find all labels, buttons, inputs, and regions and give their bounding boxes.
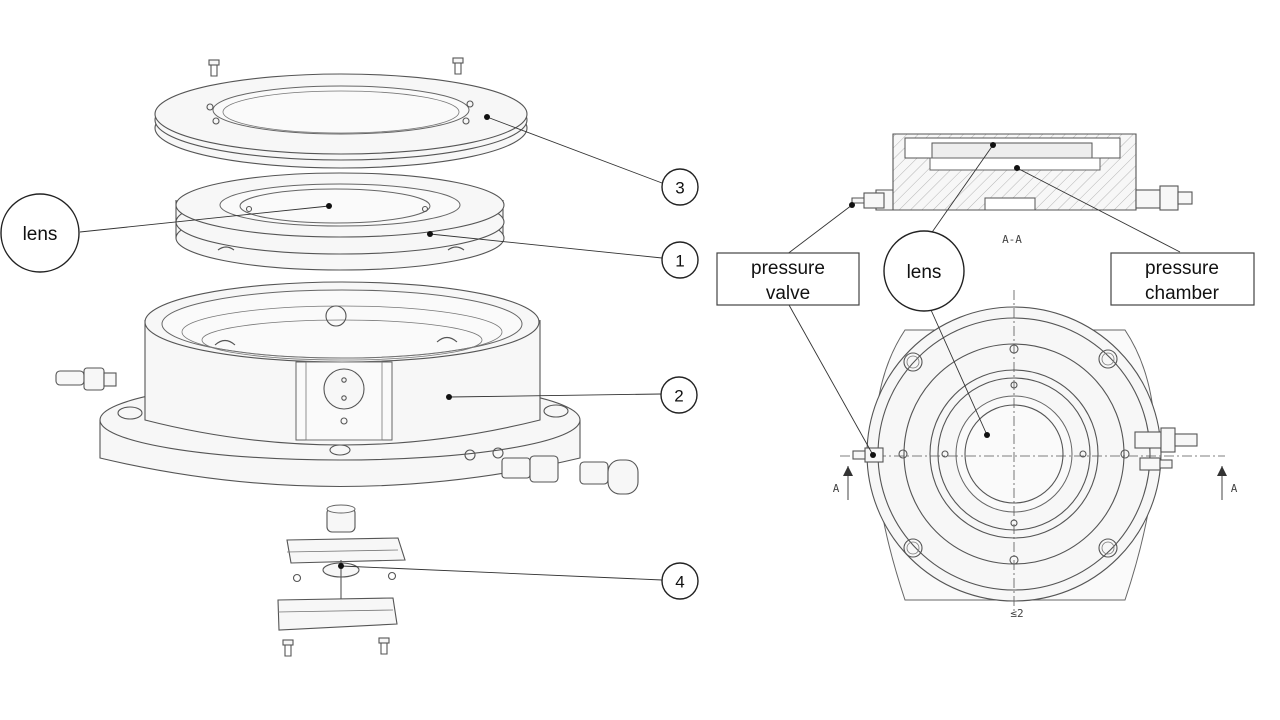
leader-2 [448, 393, 662, 398]
top-screw-left [208, 59, 220, 77]
leader-lens-left-dot [326, 203, 332, 209]
leader-lens-top-dot [990, 142, 996, 148]
top-screw-right [452, 57, 464, 75]
callout-3: 3 [661, 168, 699, 206]
leader-4-dot [338, 563, 344, 569]
pressure-valve-line-2: valve [766, 283, 810, 304]
part-1-lens-holder [175, 172, 505, 271]
leader-3-dot [484, 114, 490, 120]
section-arrow-label-right: A [1231, 482, 1238, 495]
lens-label-left: lens [23, 224, 58, 245]
leader-pressure-valve-top [781, 204, 853, 259]
svg-text:1: 1 [675, 252, 684, 271]
pressure-chamber-line-2: chamber [1145, 283, 1220, 304]
pressure-chamber-line-1: pressure [1145, 258, 1219, 279]
leader-pressure-chamber [1016, 167, 1181, 253]
leader-1 [429, 233, 663, 259]
lens-callout-right: lens [883, 230, 965, 312]
leader-lens-top [927, 144, 994, 239]
part-4-valve-assembly [277, 504, 406, 657]
pressure-valve-label-box: pressure valve [716, 252, 860, 306]
leader-lens-bottom-dot [984, 432, 990, 438]
part-3-cover-ring [154, 73, 528, 169]
leader-pressure-valve-bottom-dot [870, 452, 876, 458]
leader-3 [486, 116, 663, 184]
part-2-main-body [55, 281, 639, 495]
svg-text:4: 4 [675, 573, 684, 592]
lens-callout-left: lens [0, 193, 80, 273]
leader-pressure-valve-bottom [788, 304, 874, 456]
leader-2-dot [446, 394, 452, 400]
leader-lens-left [79, 205, 330, 233]
section-arrow-label-left: A [833, 482, 840, 495]
pressure-valve-line-1: pressure [751, 258, 825, 279]
leader-1-dot [427, 231, 433, 237]
svg-text:3: 3 [675, 179, 684, 198]
leader-lens-bottom [930, 309, 988, 436]
section-view: A-A [851, 133, 1193, 246]
section-label: A-A [1002, 233, 1022, 246]
leader-pressure-valve-top-dot [849, 202, 855, 208]
pressure-chamber-label-box: pressure chamber [1110, 252, 1255, 306]
top-view: A A ≤2 [833, 290, 1238, 620]
callout-2: 2 [660, 376, 698, 414]
callout-4: 4 [661, 562, 699, 600]
leader-pressure-chamber-dot [1014, 165, 1020, 171]
lens-label-right: lens [907, 262, 942, 283]
exploded-view: 3 1 2 4 lens [0, 57, 699, 657]
bottom-note: ≤2 [1010, 607, 1023, 620]
callout-1: 1 [661, 241, 699, 279]
svg-text:2: 2 [674, 387, 683, 406]
leader-4 [340, 565, 663, 581]
